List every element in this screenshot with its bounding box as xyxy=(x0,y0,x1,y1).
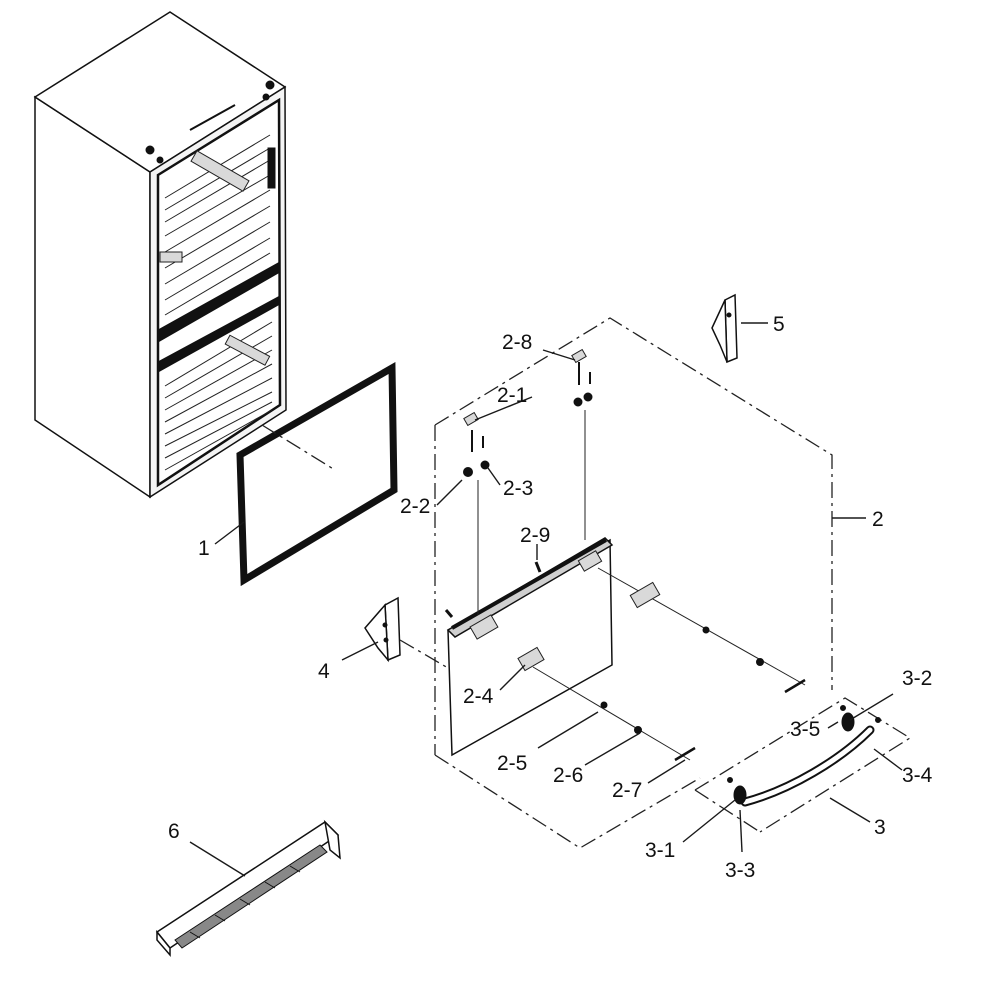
drawer-rails xyxy=(477,410,806,762)
callout-3-4: 3-4 xyxy=(902,764,933,787)
refrigerator-cabinet xyxy=(33,11,287,499)
callout-3: 3 xyxy=(874,816,886,839)
callout-6: 6 xyxy=(168,820,180,843)
callout-2-6: 2-6 xyxy=(553,764,583,787)
drawer-front-panel xyxy=(446,537,614,757)
callout-3-5: 3-5 xyxy=(790,718,820,741)
drawer-tray xyxy=(155,819,341,958)
callout-2-5: 2-5 xyxy=(497,752,527,775)
callout-3-1: 3-1 xyxy=(645,839,675,862)
callout-3-2: 3-2 xyxy=(902,667,932,690)
door-gasket xyxy=(236,362,398,587)
callout-1: 1 xyxy=(198,537,210,560)
callout-3-3: 3-3 xyxy=(725,859,755,882)
callout-2-1: 2-1 xyxy=(497,384,527,407)
right-bracket xyxy=(711,293,738,364)
callout-2-8: 2-8 xyxy=(502,331,532,354)
callout-4: 4 xyxy=(318,660,330,683)
callout-5: 5 xyxy=(773,313,785,336)
callout-2-4: 2-4 xyxy=(463,685,494,708)
drawer-assembly-outline xyxy=(434,317,833,849)
callout-2-3: 2-3 xyxy=(503,477,533,500)
callout-2: 2 xyxy=(872,508,884,531)
callout-2-2: 2-2 xyxy=(400,495,430,518)
callout-labels: 1 2 2-1 2-2 2-3 2-4 2-5 2-6 2-7 2-8 2-9 … xyxy=(168,313,933,882)
callout-2-9: 2-9 xyxy=(520,524,550,547)
left-bracket xyxy=(364,596,449,669)
handle-assembly xyxy=(694,697,912,833)
callout-2-7: 2-7 xyxy=(612,779,642,802)
fasteners xyxy=(444,348,593,618)
leader-lines xyxy=(189,322,903,877)
